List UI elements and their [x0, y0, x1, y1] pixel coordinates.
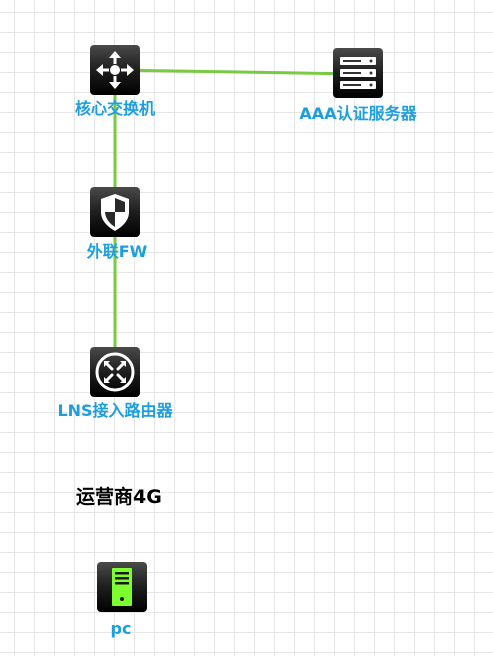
- router-icon[interactable]: [90, 347, 140, 397]
- server-icon[interactable]: [333, 48, 383, 98]
- firewall-label: 外联FW: [86, 242, 148, 261]
- core-switch-icon[interactable]: [90, 45, 140, 95]
- carrier-4g-text: 运营商4G: [76, 486, 162, 508]
- firewall-shield-icon[interactable]: [90, 187, 140, 237]
- core-switch-label: 核心交换机: [74, 99, 156, 118]
- pc-label: pc: [110, 619, 132, 638]
- lns-router-label: LNS接入路由器: [57, 401, 173, 420]
- link-core-to-aaa: [114, 68, 359, 76]
- pc-tower-icon[interactable]: [97, 562, 147, 612]
- aaa-server-label: AAA认证服务器: [299, 104, 417, 123]
